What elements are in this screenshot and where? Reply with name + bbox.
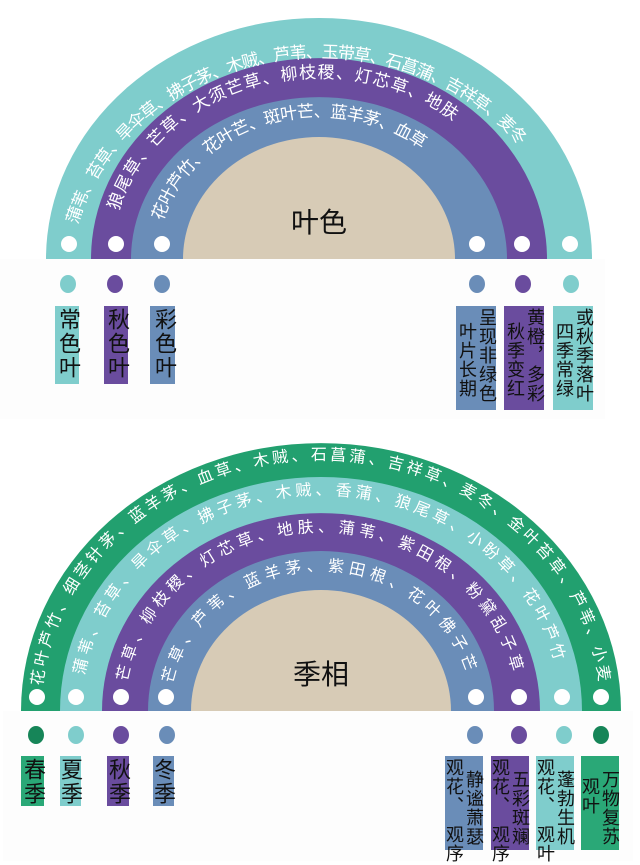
desc-col-2: 观花、 观叶 (534, 758, 555, 863)
label-winter: 冬季 (150, 756, 175, 806)
desc-autumn: 五彩斑斓 观花、 观序 (489, 756, 530, 863)
desc-autumn-leaf: 黄橙，多彩 秋季变红 (504, 306, 545, 410)
ring-beige-center (191, 590, 451, 711)
diagram-title: 季相 (293, 658, 349, 691)
desc-col-2: 观叶 (579, 758, 600, 815)
desc-col-1: 蓬勃生机 (554, 770, 575, 846)
label-autumn: 秋季 (105, 756, 130, 806)
label-text: 常色叶 (55, 308, 80, 380)
label-text: 彩色叶 (151, 308, 176, 380)
legend-dot-teal (60, 275, 76, 293)
desc-col-2: 观花、 观序 (489, 758, 510, 863)
legend-dot-purple (113, 726, 129, 744)
label-spring: 春季 (20, 756, 45, 806)
label-colored-leaf: 彩色叶 (150, 306, 176, 384)
desc-winter: 静谧萧瑟 观花、 观序 (443, 756, 484, 863)
legend-dot-blue (154, 275, 170, 293)
label-text: 夏季 (57, 758, 82, 806)
desc-col-1: 五彩斑斓 (509, 770, 530, 846)
desc-col-2: 叶片长期 (456, 322, 477, 398)
legend-dot-teal (68, 726, 84, 744)
desc-col-1: 呈现非绿色 (476, 308, 497, 403)
diagram-title: 叶色 (291, 206, 347, 239)
legend-dot-green (28, 726, 44, 744)
legend-dot-purple (515, 275, 531, 293)
legend-dot-purple (107, 275, 123, 293)
desc-summer: 蓬勃生机 观花、 观叶 (534, 756, 575, 863)
legend-dot-purple (511, 726, 527, 744)
desc-spring: 万物复苏 观叶 (579, 756, 620, 850)
desc-col-1: 或秋季落叶 (573, 308, 594, 403)
label-text: 冬季 (150, 758, 175, 806)
legend-dot-blue (467, 726, 483, 744)
desc-col-2: 秋季变红 (504, 322, 525, 398)
desc-col-1: 万物复苏 (599, 770, 620, 846)
legend-dot-blue (159, 726, 175, 744)
legend-dot-teal (556, 726, 572, 744)
desc-col-2: 观花、 观序 (443, 758, 464, 863)
legend-dot-green (593, 726, 609, 744)
desc-col-2: 四季常绿 (553, 322, 574, 398)
label-text: 春季 (20, 758, 45, 806)
desc-colored-leaf: 呈现非绿色 叶片长期 (456, 306, 497, 410)
ring-end-dots (61, 236, 578, 252)
legend-dot-teal (563, 275, 579, 293)
label-text: 秋季 (105, 758, 130, 806)
label-autumn-leaf: 秋色叶 (104, 306, 129, 384)
seasonal-arch: 花叶芦竹、细茎针茅、蓝羊茅、血草、木贼、石菖蒲、吉祥草、麦冬、金叶苔草、芦苇、小… (21, 443, 621, 711)
desc-col-1: 黄橙，多彩 (524, 308, 545, 403)
leaf-color-arch: 蒲苇、苔草、旱伞草、拂子茅、木贼、芦苇、玉带草、石菖蒲、吉祥草、麦冬 狼尾草、芒… (46, 18, 592, 260)
label-summer: 夏季 (57, 756, 82, 806)
desc-evergreen-leaf: 或秋季落叶 四季常绿 (553, 306, 594, 410)
legend-dot-blue (469, 275, 485, 293)
label-evergreen-leaf: 常色叶 (55, 306, 80, 384)
desc-col-1: 静谧萧瑟 (463, 770, 484, 846)
label-text: 秋色叶 (104, 308, 129, 380)
ring-end-dots (29, 689, 609, 705)
ring-beige-center (183, 137, 455, 259)
